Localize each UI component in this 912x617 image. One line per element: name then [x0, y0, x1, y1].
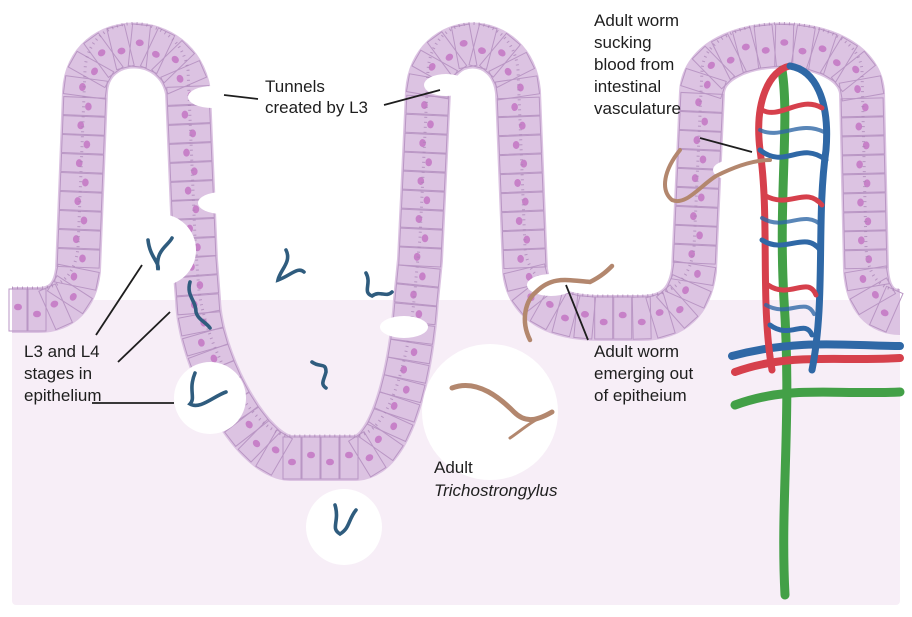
label-species-line-1: Adult — [434, 458, 473, 477]
cell-nucleus — [619, 312, 627, 319]
highlight-circle-2 — [174, 362, 246, 434]
label-species-line-2: Trichostrongylus — [434, 481, 558, 500]
capillary-loop — [768, 285, 816, 295]
cell-nucleus — [345, 452, 353, 459]
tunnel-2 — [198, 192, 246, 214]
cell-nucleus — [600, 319, 608, 326]
cell-nucleus — [307, 452, 315, 459]
larva — [366, 273, 392, 296]
label-sucking-line-2: sucking — [594, 33, 652, 52]
label-sucking-line-3: blood from — [594, 55, 674, 74]
label-tunnels-line-2: created by L3 — [265, 98, 368, 117]
label-tunnels-line-1: Tunnels — [265, 77, 325, 96]
label-l3-l4: L3 and L4 stages in epithelium — [24, 342, 104, 405]
label-l3-line-1: L3 and L4 — [24, 342, 100, 361]
tunnel-1 — [188, 86, 236, 108]
cell-nucleus — [326, 459, 334, 466]
cell-nucleus — [288, 459, 296, 466]
label-emerging-line-1: Adult worm — [594, 342, 679, 361]
tunnel-4 — [380, 316, 428, 338]
label-sucking-line-4: intestinal — [594, 77, 661, 96]
capillary-loop — [764, 195, 822, 205]
label-adult-emerging: Adult worm emerging out of epitheium — [594, 342, 698, 405]
label-emerging-line-2: emerging out — [594, 364, 694, 383]
label-l3-line-2: stages in — [24, 364, 92, 383]
label-tunnels: Tunnels created by L3 — [265, 77, 368, 117]
label-emerging-line-3: of epitheium — [594, 386, 687, 405]
label-sucking-line-1: Adult worm — [594, 11, 679, 30]
capillary-link — [760, 128, 824, 133]
cell-nucleus — [33, 311, 41, 318]
highlight-circle-3 — [306, 489, 382, 565]
capillary-loop — [762, 240, 820, 250]
label-l3-line-3: epithelium — [24, 386, 102, 405]
capillary-loop — [762, 104, 822, 112]
larva — [278, 250, 304, 280]
label-sucking-line-5: vasculature — [594, 99, 681, 118]
capillary-link — [762, 218, 822, 226]
label-adult-sucking: Adult worm sucking blood from intestinal… — [594, 11, 684, 118]
cell-nucleus — [14, 304, 22, 311]
